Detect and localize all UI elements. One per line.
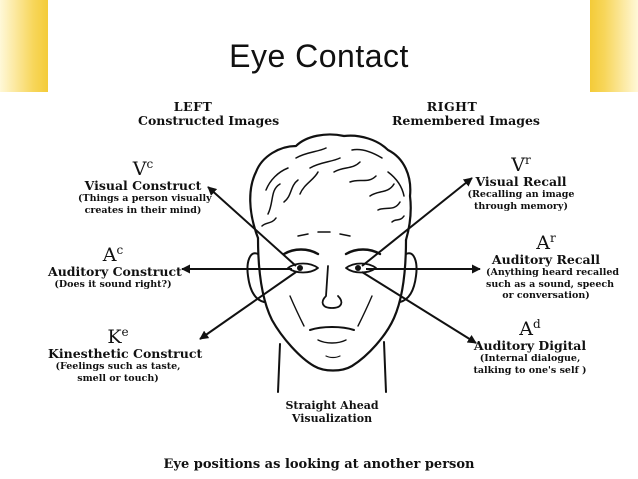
lower-lip — [317, 339, 347, 344]
pupil-right — [355, 265, 361, 271]
brow-right — [344, 248, 382, 256]
visual-construct-desc-2: creates in their mind) — [84, 204, 202, 216]
auditory-recall-desc-1: (Anything heard recalled — [486, 267, 620, 279]
auditory-digital-desc-2: talking to one's self ) — [473, 364, 587, 376]
auditory-construct-label: Ac Auditory Construct (Does it sound rig… — [48, 243, 182, 291]
left-header-sub: Constructed Images — [138, 113, 280, 129]
visual-recall-label: Vr Visual Recall (Recalling an image thr… — [466, 154, 576, 212]
visual-recall-desc-2: through memory) — [474, 200, 568, 212]
right-header: RIGHT Remembered Images — [392, 99, 540, 129]
kinesthetic-label: Ke Kinesthetic Construct (Feelings such … — [48, 325, 203, 384]
accent-bar-right — [590, 0, 638, 92]
face-drawing — [246, 133, 418, 393]
brow-left — [282, 248, 320, 256]
auditory-construct-name: Auditory Construct — [48, 264, 182, 279]
neck — [277, 341, 387, 393]
arrow-auditory-digital — [361, 271, 477, 344]
hair-outline — [249, 133, 412, 242]
center-label-line-1: Straight Ahead — [285, 399, 379, 412]
visual-construct-name: Visual Construct — [84, 178, 202, 193]
kinesthetic-desc-2: smell or touch) — [77, 372, 159, 384]
left-header: LEFT Constructed Images — [138, 99, 280, 129]
cheek-lines — [289, 295, 373, 327]
kinesthetic-desc-1: (Feelings such as taste, — [55, 361, 181, 373]
chin — [325, 355, 341, 359]
auditory-digital-desc-1: (Internal dialogue, — [479, 353, 581, 365]
arrow-visual-recall — [361, 177, 473, 267]
ear-right — [399, 252, 418, 303]
hair-curls — [261, 147, 405, 227]
left-header-side: LEFT — [173, 99, 213, 114]
center-label-line-2: Visualization — [291, 411, 373, 425]
nose — [321, 265, 343, 309]
face-outline — [256, 236, 408, 372]
auditory-digital-label: Ad Auditory Digital (Internal dialogue, … — [470, 318, 590, 376]
eye-left — [287, 262, 319, 274]
center-label: Straight Ahead Visualization — [272, 399, 392, 425]
visual-recall-desc-1: (Recalling an image — [467, 189, 575, 201]
auditory-digital-symbol: Ad — [519, 317, 541, 340]
pupil-left — [297, 265, 303, 271]
auditory-recall-symbol: Ar — [536, 231, 556, 254]
auditory-construct-symbol: Ac — [102, 243, 124, 266]
diagram-caption: Eye positions as looking at another pers… — [163, 457, 475, 472]
auditory-recall-label: Ar Auditory Recall (Anything heard recal… — [486, 231, 620, 302]
arrow-visual-construct — [207, 186, 297, 267]
auditory-recall-desc-3: or conversation) — [502, 290, 590, 302]
auditory-construct-desc-1: (Does it sound right?) — [54, 279, 172, 291]
accent-bar-left — [0, 0, 48, 92]
ear-left — [246, 252, 265, 303]
visual-recall-name: Visual Recall — [475, 174, 567, 189]
arrow-kinesthetic — [199, 271, 297, 340]
forehead-lines — [297, 231, 351, 237]
auditory-digital-name: Auditory Digital — [473, 338, 587, 353]
gaze-arrows — [181, 177, 481, 344]
visual-construct-symbol: Vc — [132, 157, 154, 180]
visual-recall-symbol: Vr — [511, 153, 531, 176]
right-header-side: RIGHT — [426, 99, 478, 114]
kinesthetic-symbol: Ke — [107, 325, 129, 348]
visual-construct-label: Vc Visual Construct (Things a person vis… — [78, 157, 212, 216]
mouth — [309, 326, 355, 331]
kinesthetic-name: Kinesthetic Construct — [48, 346, 203, 361]
right-header-sub: Remembered Images — [392, 113, 540, 129]
auditory-recall-desc-2: such as a sound, speech — [486, 278, 615, 290]
auditory-recall-name: Auditory Recall — [491, 252, 601, 267]
visual-construct-desc-1: (Things a person visually — [78, 193, 212, 205]
slide-title: Eye Contact — [229, 38, 409, 74]
